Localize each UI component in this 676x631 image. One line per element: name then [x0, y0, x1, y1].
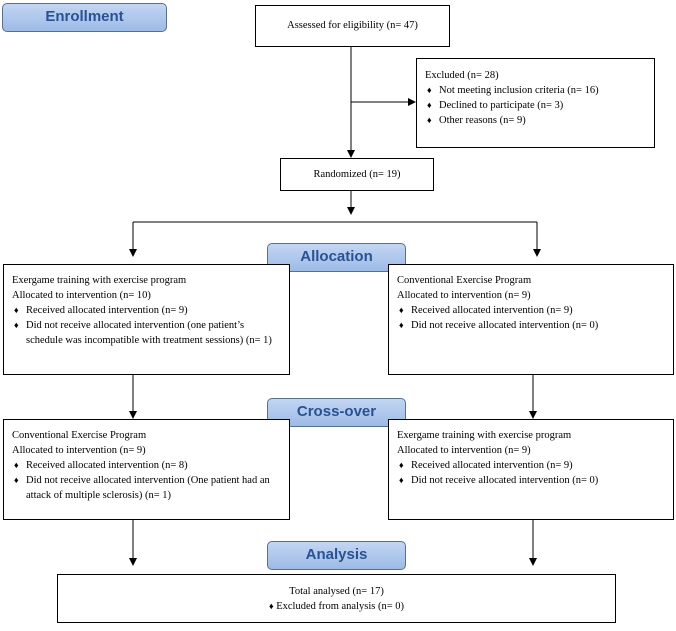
bullet-icon: ♦	[427, 100, 432, 110]
bullet-icon: ♦	[14, 320, 19, 330]
analysis-total: Total analysed (n= 17)	[289, 586, 384, 597]
bullet-icon: ♦	[399, 475, 404, 485]
list-item: ♦Received allocated intervention (n= 9)	[399, 305, 573, 316]
bullet-icon: ♦	[427, 115, 432, 125]
stage-analysis: Analysis	[267, 541, 406, 570]
bullet-icon: ♦	[399, 460, 404, 470]
assessed-box: Assessed for eligibility (n= 47)	[255, 5, 450, 47]
list-item: ♦Did not receive allocated intervention …	[399, 475, 599, 486]
crossover-left-title: Conventional Exercise Program	[12, 430, 147, 441]
bullet-icon: ♦	[399, 305, 404, 315]
stage-enrollment: Enrollment	[2, 3, 167, 32]
bullet-icon: ♦	[427, 85, 432, 95]
allocation-right-title: Conventional Exercise Program	[397, 275, 532, 286]
bullet-icon: ♦	[268, 601, 274, 611]
allocation-left-allocated: Allocated to intervention (n= 10)	[12, 290, 151, 301]
crossover-right-box: Exergame training with exercise program …	[388, 419, 674, 520]
excluded-title: Excluded (n= 28)	[425, 70, 499, 81]
allocation-left-title: Exergame training with exercise program	[12, 275, 187, 286]
list-item: ♦Did not receive allocated intervention …	[14, 475, 270, 501]
bullet-icon: ♦	[14, 305, 19, 315]
crossover-right-title: Exergame training with exercise program	[397, 430, 572, 441]
excluded-box: Excluded (n= 28) ♦Not meeting inclusion …	[416, 58, 655, 148]
randomized-box: Randomized (n= 19)	[280, 158, 434, 191]
bullet-icon: ♦	[14, 460, 19, 470]
bullet-icon: ♦	[399, 320, 404, 330]
allocation-right-box: Conventional Exercise Program Allocated …	[388, 264, 674, 375]
list-item: ♦ Excluded from analysis (n= 0)	[268, 601, 405, 612]
stage-crossover: Cross-over	[267, 398, 406, 427]
list-item: ♦Received allocated intervention (n= 9)	[14, 305, 188, 316]
allocation-right-allocated: Allocated to intervention (n= 9)	[397, 290, 531, 301]
stage-allocation: Allocation	[267, 243, 406, 272]
crossover-left-allocated: Allocated to intervention (n= 9)	[12, 445, 146, 456]
analysis-box: Total analysed (n= 17) ♦ Excluded from a…	[57, 574, 616, 623]
crossover-right-allocated: Allocated to intervention (n= 9)	[397, 445, 531, 456]
crossover-left-box: Conventional Exercise Program Allocated …	[3, 419, 290, 520]
list-item: ♦Received allocated intervention (n= 8)	[14, 460, 188, 471]
list-item: ♦Other reasons (n= 9)	[427, 115, 526, 126]
randomized-text: Randomized (n= 19)	[313, 169, 401, 180]
list-item: ♦Did not receive allocated intervention …	[14, 320, 272, 346]
allocation-left-box: Exergame training with exercise program …	[3, 264, 290, 375]
list-item: ♦Not meeting inclusion criteria (n= 16)	[427, 85, 599, 96]
list-item: ♦Received allocated intervention (n= 9)	[399, 460, 573, 471]
bullet-icon: ♦	[14, 475, 19, 485]
assessed-text: Assessed for eligibility (n= 47)	[287, 20, 418, 31]
list-item: ♦Did not receive allocated intervention …	[399, 320, 599, 331]
list-item: ♦Declined to participate (n= 3)	[427, 100, 564, 111]
